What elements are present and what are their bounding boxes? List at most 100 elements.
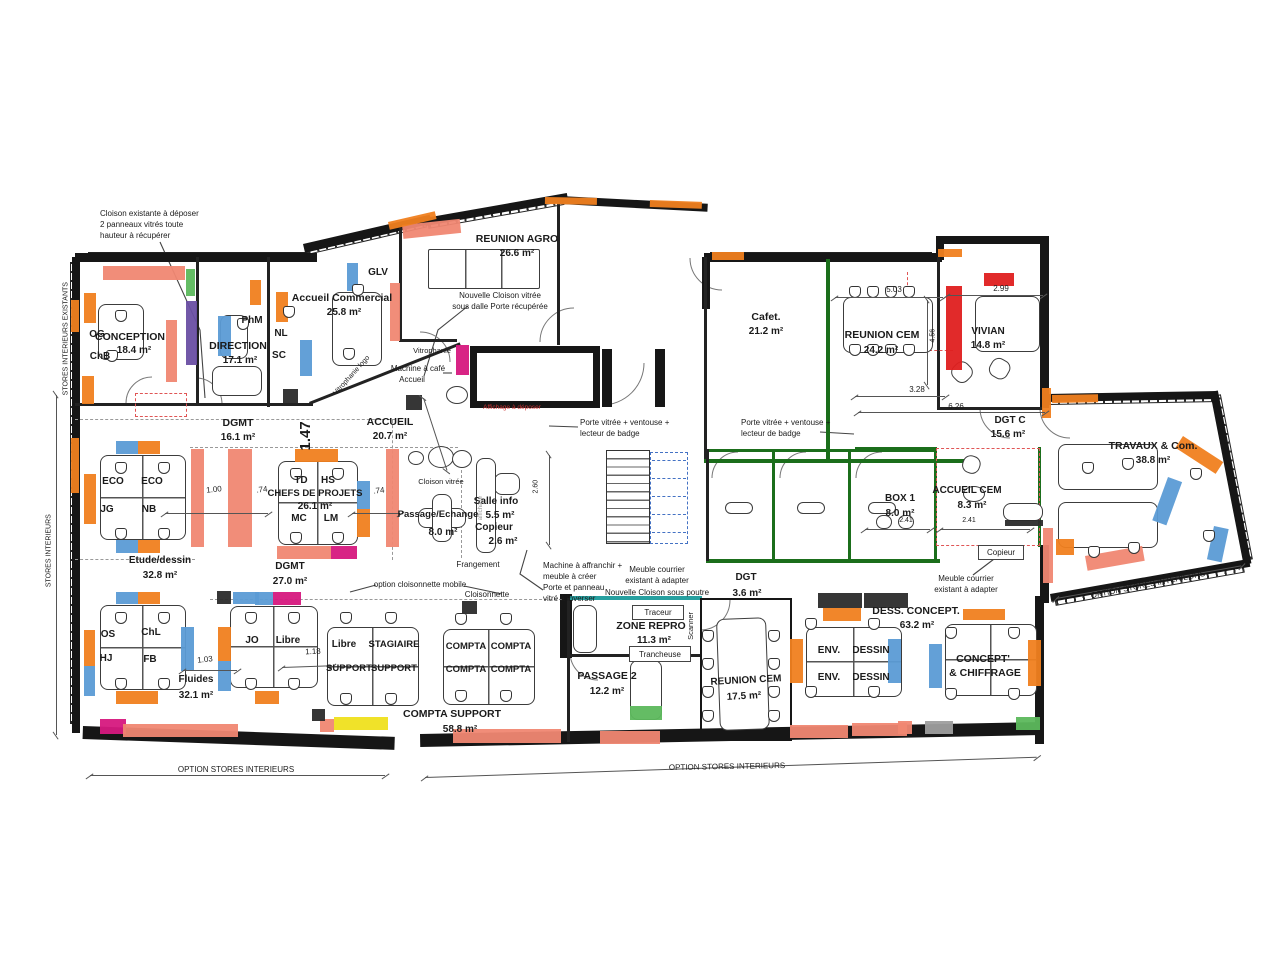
plan-label: 8.0 m² (428, 527, 458, 538)
desk-rect (986, 355, 1014, 383)
plan-label: 1.00 (205, 484, 223, 495)
furniture-block (71, 438, 79, 493)
plan-label: ChB (89, 351, 111, 362)
plan-label: Etude/dessin (128, 555, 192, 566)
furniture-block (228, 449, 252, 547)
plan-label: 2.99 (993, 284, 1009, 293)
plan-label: NL (274, 328, 288, 339)
furniture-block (406, 395, 422, 410)
stairs (606, 450, 650, 544)
wall (706, 449, 709, 561)
plan-label: SUPPORT (326, 663, 372, 674)
plan-label: 2.41 (962, 517, 976, 524)
desk-ell (446, 386, 468, 404)
plan-label: Fluides (178, 674, 214, 685)
desk-table3 (428, 249, 540, 289)
desk-ell (963, 486, 985, 502)
desk-rect (332, 292, 382, 366)
plan-label: 32.1 m² (178, 690, 214, 701)
plan-label: PhM (241, 315, 263, 326)
plan-label: 16.1 m² (220, 432, 256, 443)
plan-label: 17.1 m² (222, 355, 258, 366)
plan-label: Porte vitrée + ventouse + (580, 418, 670, 427)
plan-label: JO (245, 635, 259, 646)
furniture-block (898, 721, 912, 734)
plan-label: Vitrophanie (413, 346, 451, 355)
furniture-block (277, 546, 331, 559)
plan-label: 1.18 (304, 646, 321, 657)
chair (290, 532, 302, 544)
furniture-block (71, 300, 79, 332)
furniture-block (116, 540, 138, 553)
plan-label: Affichage à déposer (483, 404, 541, 411)
furniture-block (320, 719, 334, 732)
desk-rect (876, 515, 892, 529)
furniture-block (100, 719, 126, 734)
plan-label: VIVIAN (971, 326, 1005, 337)
plan-label: 58.8 m² (442, 724, 478, 735)
plan-label: CONCEPTION (94, 331, 166, 343)
furniture-block (1043, 528, 1053, 583)
plan-label: COMPTA (445, 664, 487, 675)
desk-rect (725, 502, 753, 514)
dashed-line (652, 532, 686, 533)
plan-label: 12.2 m² (589, 686, 625, 697)
plan-label: DGT (735, 572, 757, 583)
plan-label: Meuble courrier (629, 565, 685, 574)
furniture-block (166, 320, 177, 382)
plan-label: STORES INTERIEURS EXISTANTS (62, 282, 70, 396)
furniture-block (712, 252, 744, 260)
plan-label: REUNION AGRO (475, 233, 559, 245)
desk-quad (327, 627, 419, 706)
furniture-block (600, 731, 660, 744)
plan-label: 5.5 m² (485, 510, 515, 521)
door-swing-arc (711, 451, 739, 479)
furniture-block (453, 729, 561, 743)
plan-label: 3.28 (909, 385, 925, 394)
furniture-block (218, 661, 231, 691)
plan-label: .74 (255, 484, 268, 495)
plan-label: vitré à inverser (543, 594, 596, 603)
chair (106, 350, 118, 362)
plan-label: Libre (275, 635, 301, 646)
dimension-line (830, 294, 948, 302)
plan-label: 5.03 (886, 285, 902, 294)
plan-label: 11.3 m² (637, 635, 671, 646)
dimension-line (178, 667, 242, 675)
plan-label: 14.8 m² (970, 340, 1006, 351)
plan-label: option cloisonnette mobile (373, 580, 467, 589)
wall (196, 257, 199, 405)
chair (945, 627, 957, 639)
dimension-line (545, 450, 553, 550)
furniture-block (790, 725, 848, 738)
wall (560, 594, 572, 658)
plan-label: Accueil (399, 375, 425, 384)
desk-quad (806, 627, 902, 697)
chair (768, 710, 780, 722)
chair (1008, 688, 1020, 700)
furniture-block (938, 249, 962, 257)
furniture-block (357, 481, 370, 509)
chair (245, 612, 257, 624)
plan-label: ENV. (817, 645, 841, 656)
desk-rect (494, 473, 520, 495)
wall (706, 449, 936, 452)
furniture-block (218, 316, 231, 356)
plan-label: DESSIN (852, 672, 890, 683)
chair (868, 618, 880, 630)
chair (1122, 458, 1134, 470)
plan-label: 17.5 m² (726, 690, 762, 703)
chair (115, 462, 127, 474)
chair (1088, 546, 1100, 558)
chair (1008, 627, 1020, 639)
plan-label: 4.56 (929, 328, 937, 343)
plan-label: HJ (99, 653, 113, 664)
plan-label: LM (323, 513, 339, 524)
chair (768, 658, 780, 670)
plan-label: sous dalle Porte récupérée (452, 302, 548, 311)
desk-plus-part (432, 494, 452, 542)
plan-label: STAGIAIRE (368, 639, 420, 650)
furniture-block (334, 717, 388, 730)
desk-plus (418, 494, 466, 542)
